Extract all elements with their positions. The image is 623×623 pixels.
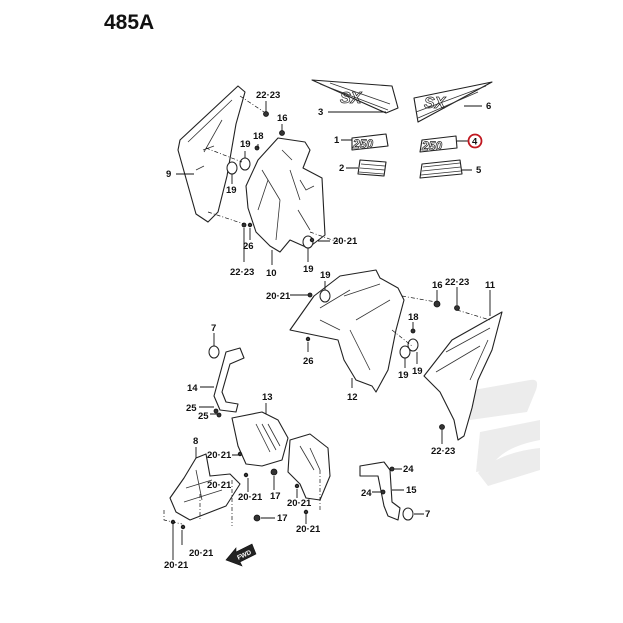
sx-emblem-right: SX bbox=[424, 95, 447, 112]
part-12-lower-cowl[interactable] bbox=[289, 269, 405, 393]
number-emblem-left: 250 bbox=[352, 137, 373, 151]
callout-20-21-b[interactable]: 20·21 bbox=[266, 291, 291, 302]
part-4-250-emblem-right[interactable]: 250 bbox=[419, 135, 458, 153]
callout-19-c[interactable]: 19 bbox=[303, 264, 314, 275]
leader-lines bbox=[172, 101, 491, 560]
callout-25-a[interactable]: 25 bbox=[186, 403, 197, 414]
screw-22-23-a bbox=[263, 111, 269, 117]
callout-24-b[interactable]: 24 bbox=[361, 488, 372, 499]
callout-5[interactable]: 5 bbox=[476, 165, 482, 176]
callout-11[interactable]: 11 bbox=[485, 280, 496, 291]
callout-18-a[interactable]: 18 bbox=[253, 131, 264, 142]
callout-16-a[interactable]: 16 bbox=[277, 113, 288, 124]
nut-17-b bbox=[253, 514, 261, 522]
bolt-20-21-g bbox=[180, 524, 186, 530]
watermark-logo bbox=[462, 379, 540, 486]
grommet-19-f bbox=[399, 345, 411, 359]
callout-15[interactable]: 15 bbox=[406, 485, 417, 496]
callout-20-21-f[interactable]: 20·21 bbox=[296, 524, 321, 535]
callout-26-a[interactable]: 26 bbox=[243, 241, 254, 252]
callout-18-b[interactable]: 18 bbox=[408, 312, 419, 323]
callout-7-b[interactable]: 7 bbox=[425, 509, 430, 520]
hardware bbox=[170, 111, 460, 530]
page-title: 485A bbox=[104, 11, 155, 34]
callout-19-d[interactable]: 19 bbox=[320, 270, 331, 281]
bolt-20-21-f bbox=[303, 509, 309, 515]
callout-7-a[interactable]: 7 bbox=[211, 323, 216, 334]
part-8-front-bracket[interactable] bbox=[169, 453, 241, 521]
callout-1[interactable]: 1 bbox=[334, 135, 340, 146]
callout-22-23-b[interactable]: 22·23 bbox=[230, 267, 254, 278]
callout-19-e[interactable]: 19 bbox=[412, 366, 423, 377]
grommet-7-a bbox=[208, 345, 220, 359]
part-1-250-emblem-left[interactable]: 250 bbox=[351, 133, 389, 151]
screw-22-23-d bbox=[439, 424, 445, 430]
callout-17-a[interactable]: 17 bbox=[270, 491, 281, 502]
bolt-20-21-c bbox=[237, 451, 243, 457]
clip-26-b bbox=[305, 336, 311, 342]
bolt-24-a bbox=[389, 466, 395, 472]
callout-22-23-d[interactable]: 22·23 bbox=[431, 446, 455, 457]
callout-16-b[interactable]: 16 bbox=[432, 280, 443, 291]
callout-19-f[interactable]: 19 bbox=[398, 370, 409, 381]
part-14-stay[interactable] bbox=[213, 347, 245, 413]
callout-9[interactable]: 9 bbox=[166, 169, 171, 180]
callout-20-21-h[interactable]: 20·21 bbox=[164, 560, 189, 571]
callout-8[interactable]: 8 bbox=[193, 436, 198, 447]
callout-22-23-a[interactable]: 22·23 bbox=[256, 90, 280, 101]
screw-22-23-c bbox=[454, 305, 460, 311]
part-10-inner-panel[interactable] bbox=[245, 137, 326, 253]
bolt-25-a bbox=[213, 408, 219, 414]
callouts: 22·23 16 18 19 19 9 22·23 26 10 19 20·21… bbox=[164, 90, 496, 571]
bolt-20-21-b bbox=[307, 292, 313, 298]
callout-14[interactable]: 14 bbox=[187, 383, 198, 394]
callout-20-21-e[interactable]: 20·21 bbox=[287, 498, 312, 509]
callout-20-21-g[interactable]: 20·21 bbox=[189, 548, 214, 559]
callout-22-23-c[interactable]: 22·23 bbox=[445, 277, 469, 288]
forward-arrow-icon: FWD bbox=[225, 543, 257, 567]
nut-17-a bbox=[270, 468, 278, 476]
bolt-24-b bbox=[380, 489, 386, 495]
clip-26-a bbox=[247, 222, 253, 228]
callout-2[interactable]: 2 bbox=[339, 163, 344, 174]
callout-19-b[interactable]: 19 bbox=[226, 185, 237, 196]
callout-12[interactable]: 12 bbox=[347, 392, 358, 403]
callout-19-a[interactable]: 19 bbox=[240, 139, 251, 150]
part-11-side-cover[interactable] bbox=[423, 311, 503, 441]
number-emblem-right: 250 bbox=[421, 139, 442, 153]
callout-26-b[interactable]: 26 bbox=[303, 356, 314, 367]
part-3-sx-decal-left[interactable]: SX bbox=[311, 79, 399, 114]
part-13-under-cover[interactable] bbox=[231, 411, 331, 501]
part-15-stay[interactable] bbox=[359, 461, 401, 521]
part-5-plate-right[interactable] bbox=[419, 159, 463, 179]
callout-3[interactable]: 3 bbox=[318, 107, 323, 118]
callout-20-21-d[interactable]: 20·21 bbox=[238, 492, 263, 503]
callout-17-b[interactable]: 17 bbox=[277, 513, 288, 524]
callout-6[interactable]: 6 bbox=[486, 101, 491, 112]
part-6-sx-decal-right[interactable]: SX bbox=[413, 81, 493, 123]
grommet-19-b bbox=[226, 161, 238, 175]
callout-13[interactable]: 13 bbox=[262, 392, 273, 403]
callout-20-21-i[interactable]: 20·21 bbox=[207, 480, 232, 491]
callout-10[interactable]: 10 bbox=[266, 268, 277, 279]
assembly-lines bbox=[163, 95, 491, 526]
callout-20-21-c[interactable]: 20·21 bbox=[207, 450, 232, 461]
bolt-20-21-a bbox=[309, 237, 315, 243]
sx-emblem-left: SX bbox=[340, 90, 363, 107]
grommet-19-a bbox=[239, 157, 251, 171]
callout-24-a[interactable]: 24 bbox=[403, 464, 414, 475]
grommet-19-d bbox=[319, 289, 331, 303]
callout-4[interactable]: 4 bbox=[472, 137, 478, 148]
bolt-18-b bbox=[410, 328, 416, 334]
part-2-plate-left[interactable] bbox=[357, 159, 387, 177]
callout-20-21-a[interactable]: 20·21 bbox=[333, 236, 358, 247]
highlight-ring bbox=[467, 133, 483, 149]
bolt-20-21-d bbox=[243, 472, 249, 478]
part-9-side-cowl[interactable] bbox=[177, 85, 246, 223]
grommet-19-e bbox=[407, 338, 419, 352]
screw-16-a bbox=[279, 130, 285, 136]
bolt-20-21-e bbox=[294, 483, 300, 489]
callout-25-b[interactable]: 25 bbox=[198, 411, 209, 422]
grommet-7-b bbox=[402, 507, 414, 521]
